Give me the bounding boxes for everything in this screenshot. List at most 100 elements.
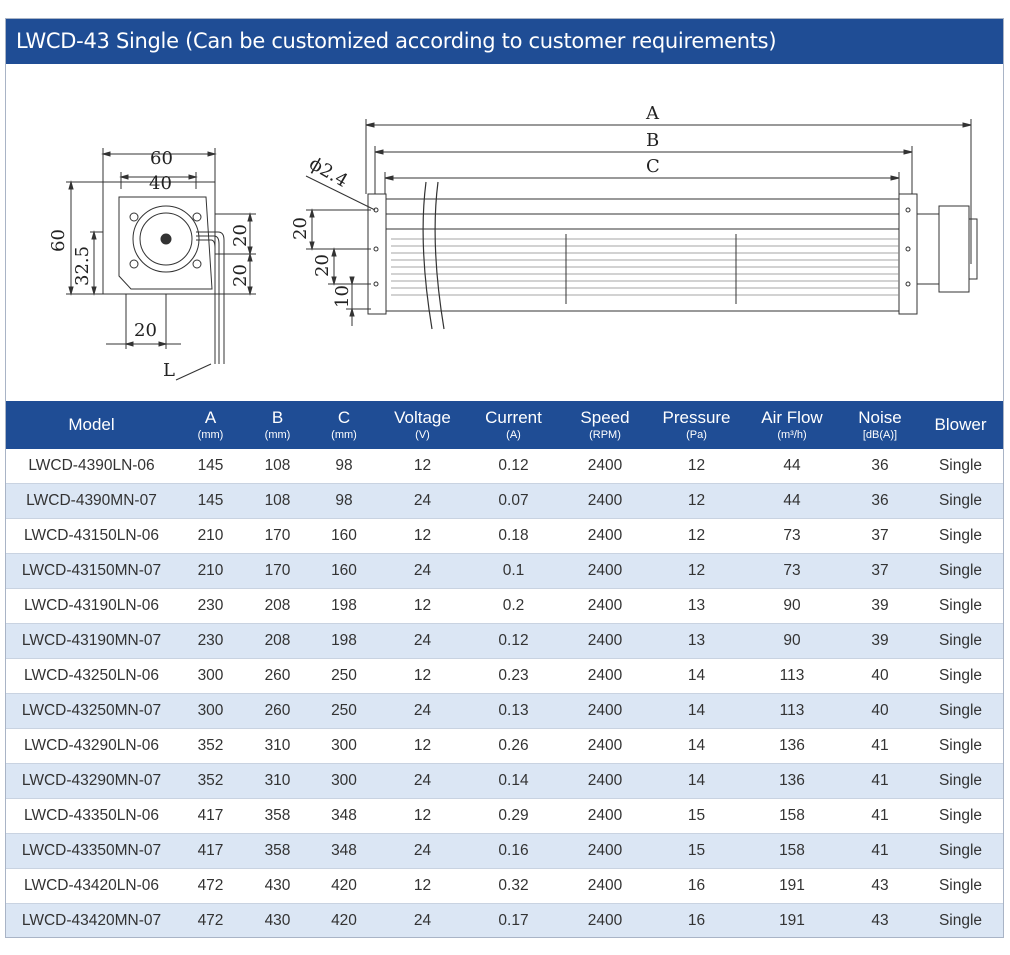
table-cell: 0.07 (468, 483, 559, 519)
table-cell: Single (918, 903, 1003, 937)
column-header-label: Air Flow (761, 407, 823, 427)
column-header-unit: (RPM) (589, 428, 621, 441)
column-header-unit: [dB(A)] (862, 428, 898, 441)
table-cell: 36 (842, 449, 918, 484)
table-cell: 2400 (559, 553, 651, 589)
dim-width-40: 40 (149, 173, 172, 194)
table-cell: 160 (311, 553, 377, 589)
table-cell: 37 (842, 553, 918, 589)
column-header-label: Current (485, 407, 542, 427)
table-cell: 2400 (559, 868, 651, 904)
table-cell: 90 (742, 623, 842, 659)
table-cell: 16 (651, 868, 742, 904)
table-cell: 250 (311, 693, 377, 729)
table-cell: 73 (742, 553, 842, 589)
table-cell: Single (918, 588, 1003, 624)
dim-front-20-mid: 20 (312, 254, 333, 277)
table-cell: 0.12 (468, 449, 559, 484)
table-cell: 300 (177, 693, 244, 729)
table-cell: 98 (311, 449, 377, 484)
column-header-label: Blower (934, 415, 987, 434)
table-cell: 352 (177, 728, 244, 764)
table-cell: 41 (842, 763, 918, 799)
dim-width-60: 60 (150, 148, 173, 169)
table-cell: 191 (742, 868, 842, 904)
table-cell: 420 (311, 868, 377, 904)
table-cell: 210 (177, 518, 244, 554)
table-cell: 145 (177, 483, 244, 519)
table-cell: 300 (311, 763, 377, 799)
table-cell: 98 (311, 483, 377, 519)
table-cell: 24 (377, 693, 468, 729)
table-cell: 43 (842, 868, 918, 904)
table-cell: 191 (742, 903, 842, 937)
table-cell: 198 (311, 623, 377, 659)
table-cell: Single (918, 449, 1003, 484)
table-cell: 2400 (559, 623, 651, 659)
table-cell: 0.26 (468, 728, 559, 764)
table-cell: 24 (377, 903, 468, 937)
column-header: C(mm) (311, 401, 377, 449)
dim-height-60: 60 (48, 229, 69, 252)
table-cell: 41 (842, 833, 918, 869)
column-header: Noise[dB(A)] (842, 401, 918, 449)
table-cell: 12 (651, 518, 742, 554)
drawing-svg: 60 40 60 32.5 20 20 20 L A B C ϕ2.4 20 2… (48, 103, 978, 381)
column-header: Current(A) (468, 401, 559, 449)
table-cell: 0.13 (468, 693, 559, 729)
table-cell: 145 (177, 449, 244, 484)
table-cell: 44 (742, 483, 842, 519)
table-cell: 113 (742, 693, 842, 729)
table-cell: 41 (842, 798, 918, 834)
table-cell: 260 (244, 693, 311, 729)
dim-front-20-top: 20 (290, 217, 311, 240)
table-cell: 90 (742, 588, 842, 624)
table-cell: 210 (177, 553, 244, 589)
table-cell: 208 (244, 588, 311, 624)
table-cell: 24 (377, 833, 468, 869)
table-cell: 417 (177, 833, 244, 869)
model-cell: LWCD-4390LN-06 (6, 449, 177, 484)
table-cell: 420 (311, 903, 377, 937)
table-cell: 39 (842, 623, 918, 659)
table-cell: 160 (311, 518, 377, 554)
table-cell: 300 (311, 728, 377, 764)
table-cell: Single (918, 693, 1003, 729)
table-cell: 0.23 (468, 658, 559, 694)
side-view (66, 148, 256, 381)
column-header: A(mm) (177, 401, 244, 449)
table-cell: Single (918, 483, 1003, 519)
table-cell: 40 (842, 693, 918, 729)
column-header-unit: (m³/h) (777, 428, 807, 441)
column-header-label: A (204, 407, 217, 427)
table-cell: 430 (244, 903, 311, 937)
column-header-label: Pressure (662, 407, 731, 427)
column-header-label: Speed (580, 407, 630, 427)
table-cell: 113 (742, 658, 842, 694)
column-header-label: B (271, 407, 284, 427)
table-cell: 0.29 (468, 798, 559, 834)
table-cell: 358 (244, 798, 311, 834)
table-cell: 352 (177, 763, 244, 799)
table-cell: 472 (177, 868, 244, 904)
table-cell: Single (918, 623, 1003, 659)
table-cell: 2400 (559, 449, 651, 484)
table-cell: 24 (377, 553, 468, 589)
table-cell: 14 (651, 658, 742, 694)
table-cell: 250 (311, 658, 377, 694)
table-cell: 2400 (559, 588, 651, 624)
table-cell: 2400 (559, 658, 651, 694)
model-cell: LWCD-43250MN-07 (6, 693, 177, 729)
table-cell: Single (918, 728, 1003, 764)
table-cell: 136 (742, 763, 842, 799)
table-cell: 170 (244, 553, 311, 589)
column-header: Blower (918, 401, 1003, 449)
table-cell: 230 (177, 623, 244, 659)
table-cell: 73 (742, 518, 842, 554)
